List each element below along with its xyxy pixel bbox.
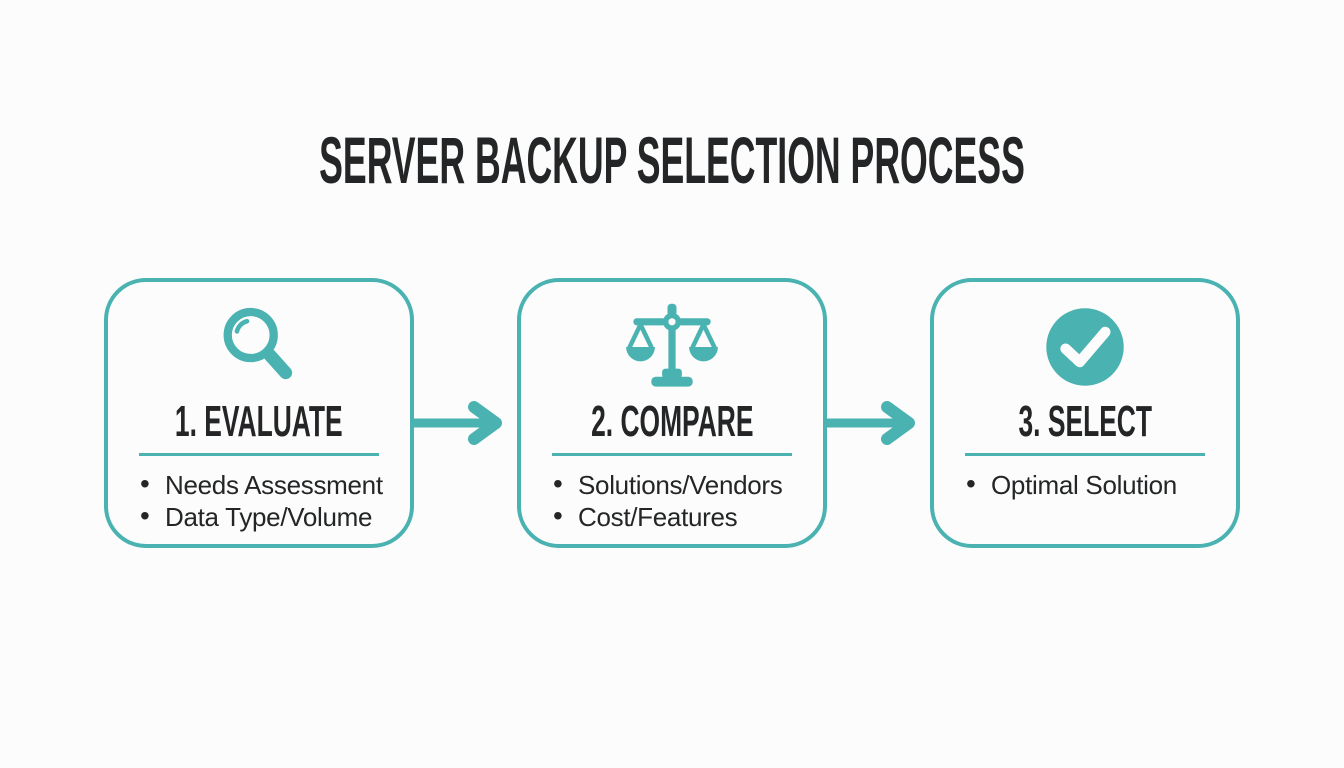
list-item: Optimal Solution (966, 468, 1204, 501)
step-card-select: 3. SELECT Optimal Solution (930, 278, 1240, 548)
step-card-evaluate: 1. EVALUATE Needs Assessment Data Type/V… (104, 278, 414, 548)
bullet-list-compare: Solutions/Vendors Cost/Features (553, 468, 791, 533)
flow-connector (827, 278, 930, 548)
heading-divider (552, 453, 792, 456)
balance-scale-icon (622, 300, 722, 394)
step-heading-evaluate: 1. EVALUATE (175, 397, 343, 446)
page-title: SERVER BACKUP SELECTION PROCESS (319, 123, 1025, 197)
arrow-right-icon (827, 401, 915, 445)
magnifier-icon (213, 300, 305, 394)
heading-divider (965, 453, 1205, 456)
bullet-list-select: Optimal Solution (966, 468, 1204, 501)
flow-connector (414, 278, 517, 548)
step-heading-compare: 2. COMPARE (590, 397, 754, 446)
list-item: Solutions/Vendors (553, 468, 791, 501)
process-flow: 1. EVALUATE Needs Assessment Data Type/V… (0, 278, 1344, 548)
bullet-list-evaluate: Needs Assessment Data Type/Volume (140, 468, 383, 533)
check-circle-icon (1041, 300, 1129, 394)
list-item: Cost/Features (553, 500, 791, 533)
list-item: Data Type/Volume (140, 500, 378, 533)
heading-divider (139, 453, 379, 456)
arrow-right-icon (414, 401, 502, 445)
step-card-compare: 2. COMPARE Solutions/Vendors Cost/Featur… (517, 278, 827, 548)
step-heading-select: 3. SELECT (1018, 397, 1152, 446)
list-item: Needs Assessment (140, 468, 383, 501)
